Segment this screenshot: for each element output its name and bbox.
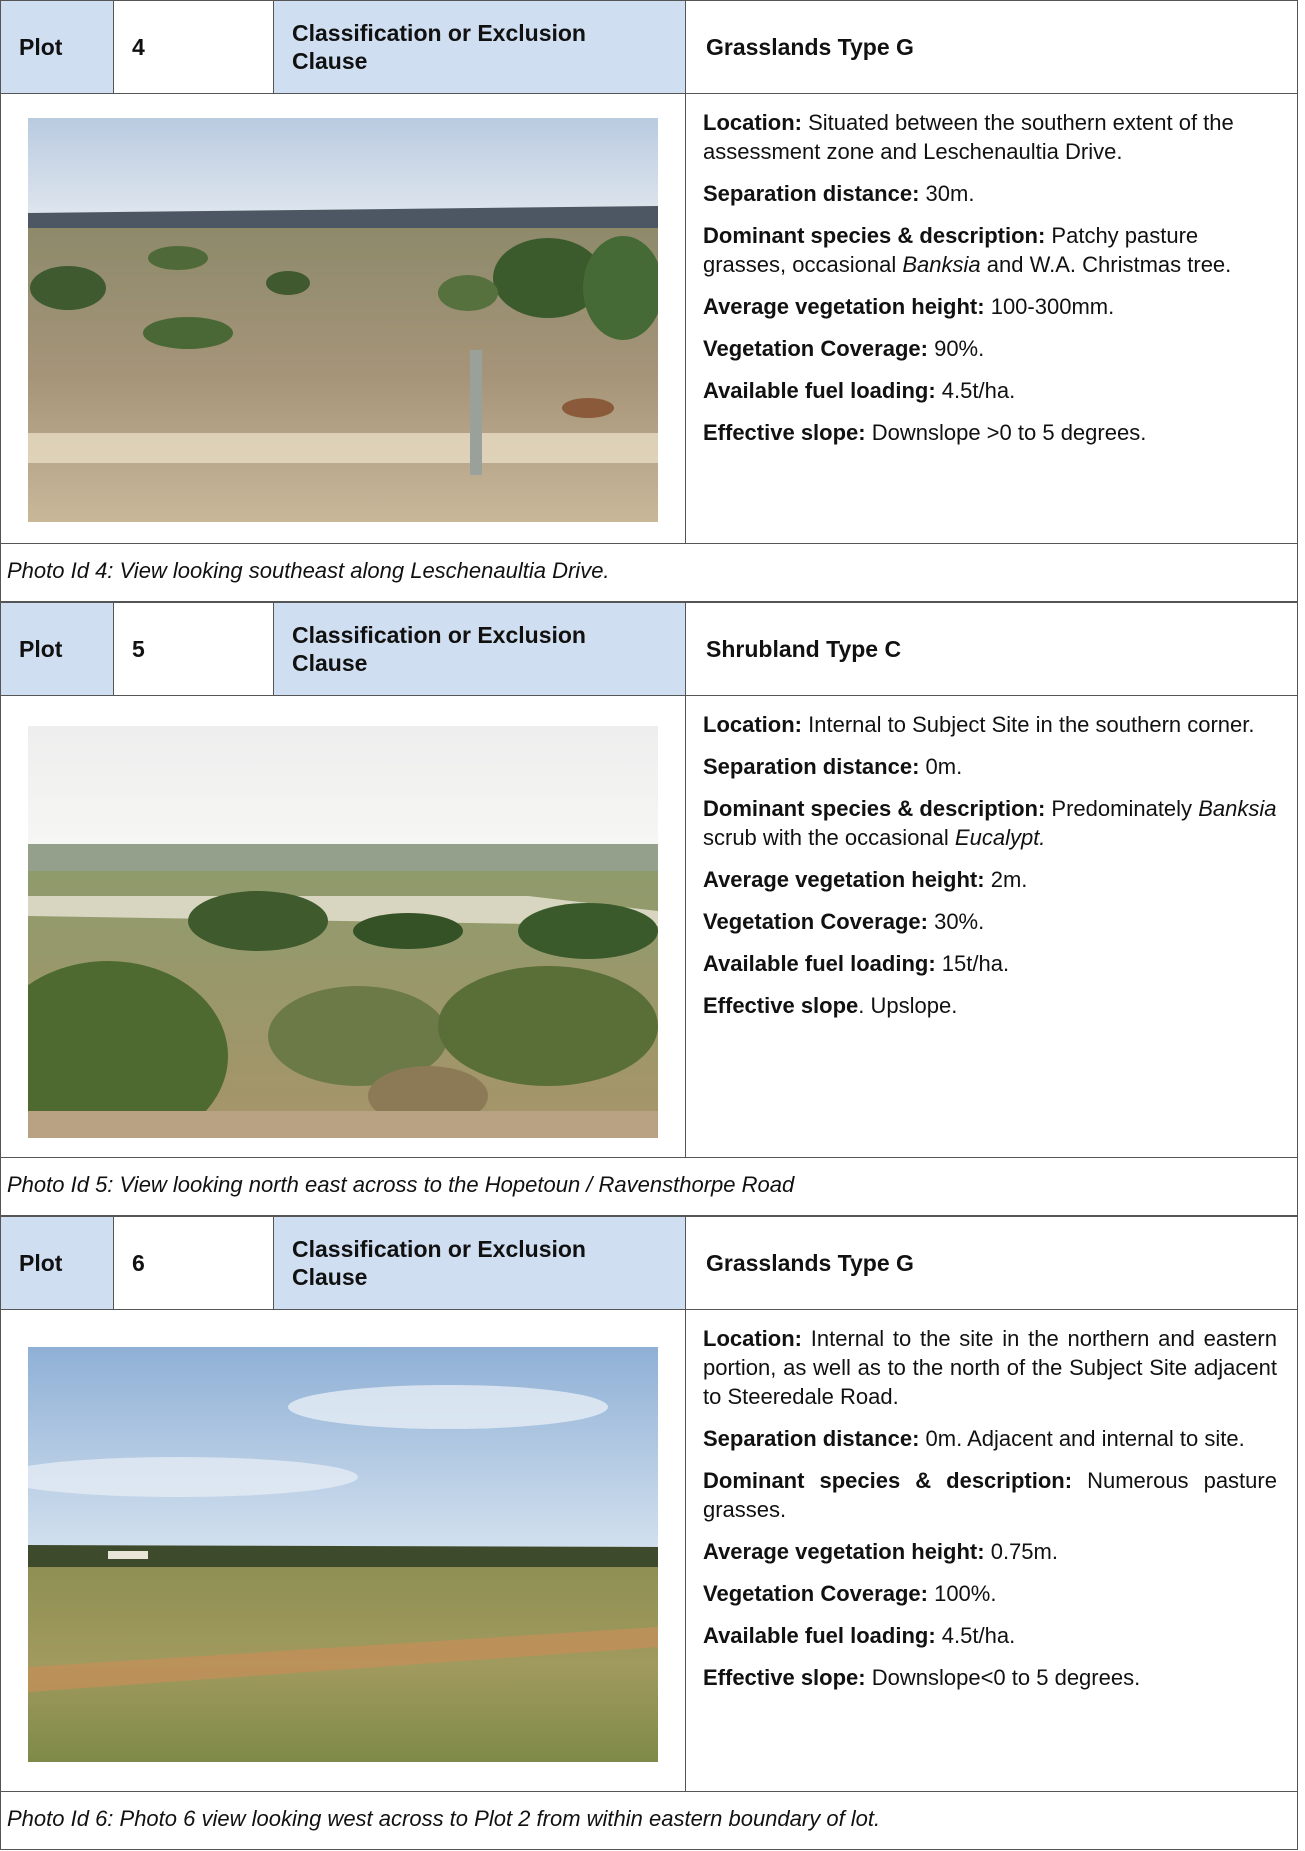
- height-label: Average vegetation height:: [703, 1539, 985, 1564]
- fuel-line: Available fuel loading: 15t/ha.: [703, 949, 1277, 978]
- classification-label: Classification or Exclusion Clause: [274, 1, 686, 93]
- classification-label: Classification or Exclusion Clause: [274, 603, 686, 695]
- height-text: 100-300mm.: [990, 294, 1115, 319]
- plot-5-header: Plot 5 Classification or Exclusion Claus…: [0, 602, 1298, 696]
- plot-6-body: Location: Internal to the site in the no…: [0, 1310, 1298, 1792]
- separation-label: Separation distance:: [703, 181, 920, 206]
- photo-caption: Photo Id 4: View looking southeast along…: [0, 544, 1298, 602]
- dominant-text: scrub with the occasional: [703, 825, 949, 850]
- separation-line: Separation distance: 0m. Adjacent and in…: [703, 1424, 1277, 1453]
- separation-text: 0m. Adjacent and internal to site.: [925, 1426, 1245, 1451]
- photo-cell: [1, 94, 686, 543]
- separation-label: Separation distance:: [703, 754, 920, 779]
- coverage-line: Vegetation Coverage: 100%.: [703, 1579, 1277, 1608]
- fuel-line: Available fuel loading: 4.5t/ha.: [703, 1621, 1277, 1650]
- slope-text: Downslope >0 to 5 degrees.: [871, 420, 1147, 445]
- slope-label: Effective slope:: [703, 420, 866, 445]
- dominant-text: Predominately: [1051, 796, 1193, 821]
- pasture-photo: [28, 1347, 658, 1762]
- dominant-line: Dominant species & description: Patchy p…: [703, 221, 1277, 279]
- plot-label: Plot: [1, 603, 114, 695]
- shrubland-photo: [28, 726, 658, 1138]
- separation-text: 30m.: [925, 181, 975, 206]
- species-italic: Eucalypt.: [954, 825, 1046, 850]
- location-label: Location:: [703, 712, 802, 737]
- dominant-text: and W.A. Christmas tree.: [986, 252, 1232, 277]
- photo-caption: Photo Id 6: Photo 6 view looking west ac…: [0, 1792, 1298, 1850]
- slope-line: Effective slope: Downslope<0 to 5 degree…: [703, 1663, 1277, 1692]
- location-label: Location:: [703, 1326, 802, 1351]
- species-italic: Banksia: [1198, 796, 1277, 821]
- slope-line: Effective slope: Downslope >0 to 5 degre…: [703, 418, 1277, 447]
- dominant-label: Dominant species & description:: [703, 796, 1046, 821]
- plot-6-header: Plot 6 Classification or Exclusion Claus…: [0, 1216, 1298, 1310]
- height-line: Average vegetation height: 2m.: [703, 865, 1277, 894]
- fuel-label: Available fuel loading:: [703, 951, 936, 976]
- slope-label: Effective slope: [703, 993, 859, 1018]
- classification-label: Classification or Exclusion Clause: [274, 1217, 686, 1309]
- slope-text: Downslope<0 to 5 degrees.: [871, 1665, 1141, 1690]
- photo-cell: [1, 696, 686, 1157]
- classification-value: Grasslands Type G: [686, 1, 1297, 93]
- plot-5-description: Location: Internal to Subject Site in th…: [686, 696, 1297, 1157]
- location-text: Situated between the southern extent of …: [703, 110, 1234, 164]
- plot-label: Plot: [1, 1217, 114, 1309]
- classification-value: Grasslands Type G: [686, 1217, 1297, 1309]
- dominant-label: Dominant species & description:: [703, 223, 1046, 248]
- plot-4-description: Location: Situated between the southern …: [686, 94, 1297, 543]
- fuel-line: Available fuel loading: 4.5t/ha.: [703, 376, 1277, 405]
- dominant-line: Dominant species & description: Numerous…: [703, 1466, 1277, 1524]
- location-line: Location: Internal to Subject Site in th…: [703, 710, 1277, 739]
- location-text: Internal to the site in the northern and…: [703, 1326, 1277, 1409]
- height-text: 0.75m.: [990, 1539, 1058, 1564]
- location-label: Location:: [703, 110, 802, 135]
- coverage-label: Vegetation Coverage:: [703, 909, 928, 934]
- separation-label: Separation distance:: [703, 1426, 920, 1451]
- location-line: Location: Internal to the site in the no…: [703, 1324, 1277, 1411]
- slope-line: Effective slope. Upslope.: [703, 991, 1277, 1020]
- plot-4-body: Location: Situated between the southern …: [0, 94, 1298, 544]
- dominant-label: Dominant species & description:: [703, 1468, 1073, 1493]
- fuel-text: 15t/ha.: [941, 951, 1010, 976]
- plot-label: Plot: [1, 1, 114, 93]
- grassland-photo: [28, 118, 658, 522]
- coverage-line: Vegetation Coverage: 90%.: [703, 334, 1277, 363]
- species-italic: Banksia: [902, 252, 981, 277]
- plot-5-body: Location: Internal to Subject Site in th…: [0, 696, 1298, 1158]
- plot-6-description: Location: Internal to the site in the no…: [686, 1310, 1297, 1791]
- height-label: Average vegetation height:: [703, 867, 985, 892]
- separation-line: Separation distance: 30m.: [703, 179, 1277, 208]
- fuel-label: Available fuel loading:: [703, 1623, 936, 1648]
- coverage-text: 100%.: [934, 1581, 997, 1606]
- slope-label: Effective slope:: [703, 1665, 866, 1690]
- coverage-text: 90%.: [934, 336, 985, 361]
- dominant-text: Patchy pasture grasses, occasional: [703, 223, 1199, 277]
- height-label: Average vegetation height:: [703, 294, 985, 319]
- fuel-label: Available fuel loading:: [703, 378, 936, 403]
- classification-value: Shrubland Type C: [686, 603, 1297, 695]
- coverage-text: 30%.: [934, 909, 985, 934]
- fuel-text: 4.5t/ha.: [941, 378, 1016, 403]
- separation-line: Separation distance: 0m.: [703, 752, 1277, 781]
- plot-number: 6: [114, 1217, 274, 1309]
- coverage-line: Vegetation Coverage: 30%.: [703, 907, 1277, 936]
- plot-number: 4: [114, 1, 274, 93]
- photo-caption: Photo Id 5: View looking north east acro…: [0, 1158, 1298, 1216]
- photo-cell: [1, 1310, 686, 1791]
- coverage-label: Vegetation Coverage:: [703, 336, 928, 361]
- dominant-line: Dominant species & description: Predomin…: [703, 794, 1277, 852]
- height-line: Average vegetation height: 0.75m.: [703, 1537, 1277, 1566]
- location-line: Location: Situated between the southern …: [703, 108, 1277, 166]
- location-text: Internal to Subject Site in the southern…: [808, 712, 1255, 737]
- dominant-text: Numerous pasture grasses.: [703, 1468, 1277, 1522]
- plot-4-header: Plot 4 Classification or Exclusion Claus…: [0, 0, 1298, 94]
- slope-text: . Upslope.: [858, 993, 958, 1018]
- height-text: 2m.: [990, 867, 1028, 892]
- plot-number: 5: [114, 603, 274, 695]
- separation-text: 0m.: [925, 754, 963, 779]
- fuel-text: 4.5t/ha.: [941, 1623, 1016, 1648]
- coverage-label: Vegetation Coverage:: [703, 1581, 928, 1606]
- height-line: Average vegetation height: 100-300mm.: [703, 292, 1277, 321]
